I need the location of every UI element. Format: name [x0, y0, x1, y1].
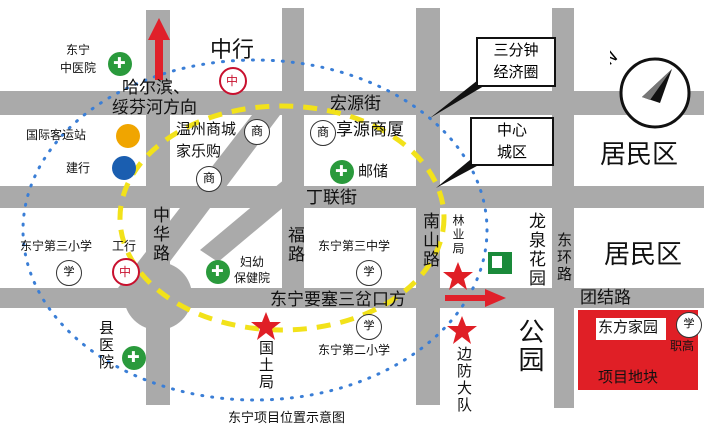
school-icon-zhigao: 学 — [676, 312, 702, 338]
arrow-east — [445, 289, 506, 307]
school-icon-erxiao: 学 — [356, 314, 382, 340]
hospital-icon-xian — [122, 346, 146, 370]
hospital-icon-zhongyi — [108, 52, 132, 76]
label-guotuju: 国土局 — [257, 340, 275, 391]
label-xiangyuan: 享源商厦 — [336, 120, 404, 140]
label-tuanjie: 团结路 — [580, 288, 631, 308]
label-zhonghua: 中华路 — [149, 206, 169, 263]
callout-center-l1: 中心 — [496, 121, 527, 139]
road-north — [282, 8, 304, 91]
star-guotu — [251, 312, 281, 340]
callout-three-minute-l2: 经济圈 — [493, 63, 539, 81]
label-gonglian: 丁联街 — [306, 188, 357, 208]
road-longquan — [552, 8, 574, 408]
road-nanshan — [416, 8, 440, 405]
road-hongyuan — [0, 91, 704, 115]
road-diagonal-2 — [200, 178, 304, 262]
label-xianyiyuan: 县医院 — [97, 320, 115, 371]
label-jialegou: 家乐购 — [176, 142, 222, 160]
north-compass-icon: N — [610, 47, 691, 129]
ring-outer — [21, 58, 489, 402]
callout-pointer-2 — [436, 160, 488, 188]
label-sanzhong: 东宁第三中学 — [318, 239, 391, 253]
map-caption: 东宁项目位置示意图 — [228, 411, 346, 426]
label-jianhang: 建行 — [66, 161, 91, 175]
mall-icon-xiangyuan: 商 — [310, 120, 336, 146]
boc-bank-icon — [219, 67, 247, 95]
label-linye: 林业局 — [451, 214, 465, 256]
dongfang-box — [596, 318, 666, 340]
label-zhigao: 职高 — [670, 339, 695, 353]
label-project: 项目地块 — [598, 368, 659, 386]
callout-three-minute-l1: 三分钟 — [493, 41, 539, 59]
label-juminqu-1: 居民区 — [600, 140, 679, 170]
label-keyunzhan: 国际客运站 — [26, 128, 87, 142]
icbc-bank-icon — [112, 258, 140, 286]
label-fulu: 福路 — [284, 226, 304, 264]
label-erxiao: 东宁第二小学 — [318, 343, 391, 357]
label-longquan: 龙泉花园 — [525, 212, 545, 288]
label-zhongyiyuan-1: 东宁 — [66, 43, 91, 57]
ring-inner — [117, 103, 447, 333]
road-gonglian — [0, 186, 704, 208]
label-hongyuan: 宏源街 — [330, 94, 381, 114]
bus-station-icon — [116, 124, 140, 148]
star-linye — [443, 262, 473, 290]
label-harbin-1: 哈尔滨、 — [122, 78, 190, 98]
label-zhonghang: 中行 — [210, 38, 255, 63]
star-bianfang — [447, 316, 477, 344]
callout-center-l2: 城区 — [496, 143, 527, 161]
road-diagonal — [118, 115, 280, 288]
label-fuyou-2: 保健院 — [234, 271, 271, 285]
label-donghuan: 东环路 — [555, 232, 573, 283]
label-youchu: 邮储 — [358, 162, 389, 180]
mall-icon-jialegou: 商 — [196, 166, 222, 192]
label-juminqu-2: 居民区 — [604, 240, 683, 270]
label-fuyou-1: 妇幼 — [240, 255, 265, 269]
roundabout — [124, 262, 192, 330]
label-dongfang: 东方家园 — [598, 318, 659, 336]
label-sanxiao: 东宁第三小学 — [20, 239, 93, 253]
label-gonghang: 工行 — [112, 239, 137, 253]
ccb-bank-icon — [112, 156, 136, 180]
label-gongyuan: 公园 — [514, 318, 544, 374]
callout-center: 中心 城区 — [470, 117, 554, 166]
label-nanshan: 南山路 — [419, 212, 439, 269]
callout-pointer-1 — [430, 80, 494, 118]
callout-three-minute: 三分钟 经济圈 — [476, 37, 556, 87]
post-icon — [330, 160, 354, 184]
school-icon-sanxiao: 学 — [56, 260, 82, 286]
svg-text:N: N — [610, 47, 621, 69]
park-area — [508, 308, 554, 408]
label-wenzhou: 温州商城 — [176, 120, 237, 138]
road-fulu — [282, 115, 304, 288]
hospital-icon-fuyou — [206, 260, 230, 284]
mall-icon-wenzhou: 商 — [244, 119, 270, 145]
label-bianfang: 边防大队 — [455, 346, 473, 414]
arrow-north — [148, 18, 170, 80]
label-zhongyiyuan-2: 中医院 — [60, 61, 97, 75]
school-icon-sanzhong: 学 — [356, 260, 382, 286]
label-harbin-2: 绥芬河方向 — [112, 98, 197, 118]
label-yaosai: 东宁要塞三岔口方 — [270, 290, 406, 310]
